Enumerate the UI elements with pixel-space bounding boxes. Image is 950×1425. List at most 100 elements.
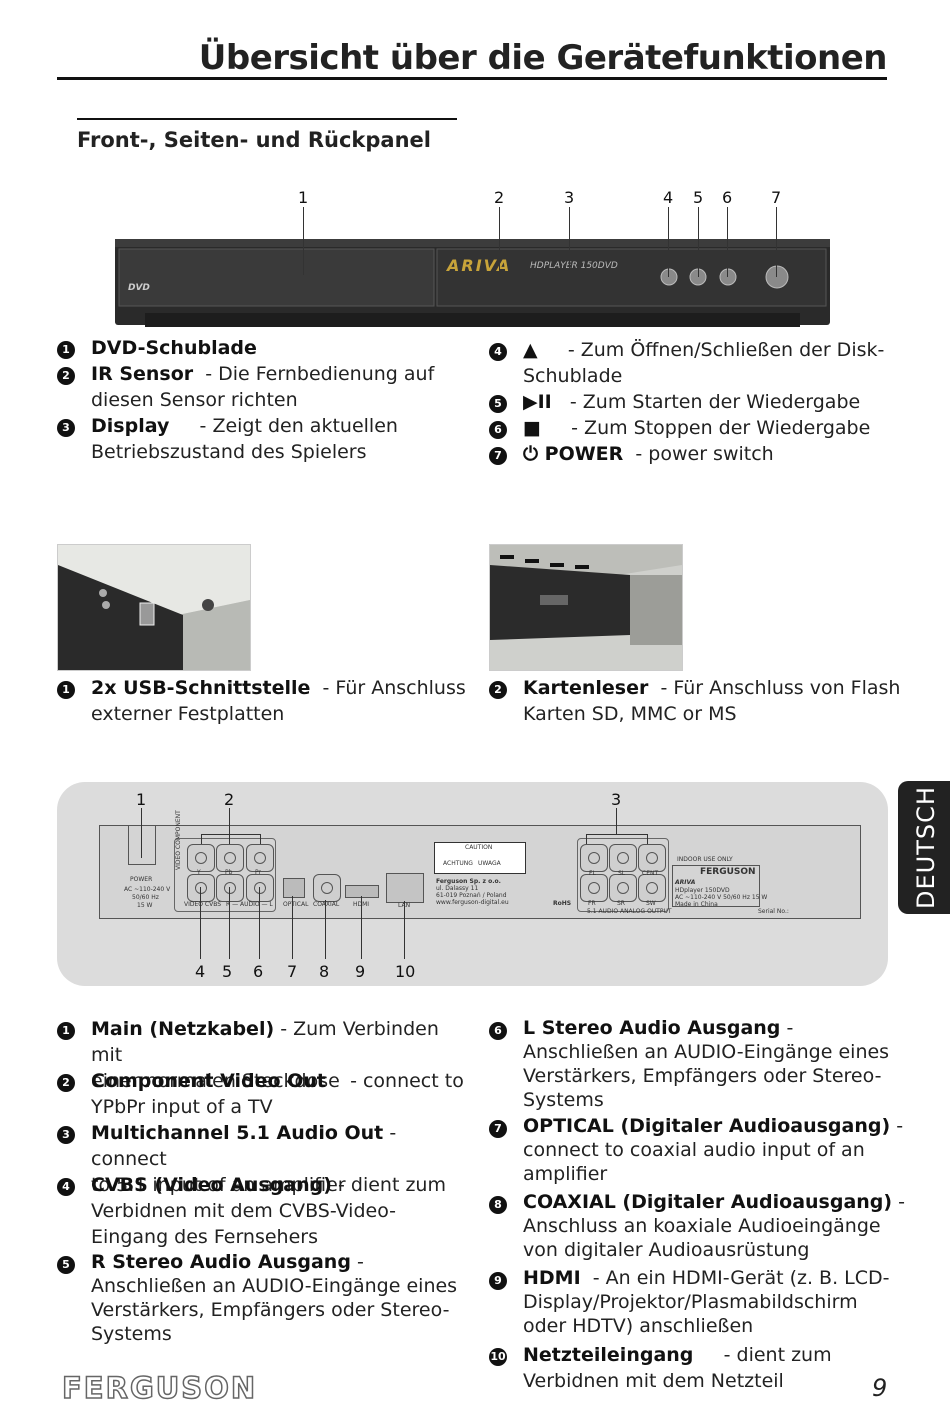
front-line-7 [776,207,777,277]
rear-callout-1: 1 [136,790,147,809]
label-fr: FR [588,900,596,907]
rear-line-10 [404,901,405,959]
jack-audio-l [246,874,274,902]
jack-cent [638,844,666,872]
bullet-rear-5: 5 [57,1256,75,1274]
bullet-rear-9: 9 [489,1272,507,1290]
jack-sl [609,844,637,872]
rating-spec: AC ~110-240 V 50/60 Hz 15 W [675,894,768,901]
language-tab: DEUTSCH [898,781,950,914]
rear-item-6: L Stereo Audio Ausgang -Anschließen an A… [523,1017,890,1111]
lan-port [386,873,424,903]
label-coaxial: COAXIAL [313,901,340,908]
front-callout-2: 2 [494,188,505,207]
power-spec-2: 50/60 Hz [132,894,159,901]
power-spec-3: 15 W [137,902,153,909]
hdmi-port [345,885,379,898]
label-optical: OPTICAL [283,901,309,908]
rear-item-9: HDMI - An ein HDMI-Gerät (z. B. LCD-Disp… [523,1267,890,1337]
label-pr: Pr [255,869,261,876]
play-pause-icon: ▶II [523,391,552,413]
video-audio-jack-block [174,838,276,912]
eject-icon: ▲ [523,339,538,361]
rear-callout-5: 5 [222,962,233,981]
jack-y [187,844,215,872]
jack-pr [246,844,274,872]
rear-line-3 [616,808,617,834]
front-panel-image [115,239,830,327]
page-number: 9 [872,1374,888,1402]
jack-sw [638,874,666,902]
bullet-6: 6 [489,421,507,439]
title-divider [57,77,887,80]
bullet-side-1: 1 [57,681,75,699]
bullet-7: 7 [489,447,507,465]
power-spec: AC ~110-240 V [124,886,171,893]
rohs-label: RoHS [553,900,572,907]
bullet-3: 3 [57,419,75,437]
rear-line-2-bracket [201,834,261,835]
label-fl: FL [589,870,596,877]
rear-callout-9: 9 [355,962,366,981]
caution-label [434,842,526,874]
rating-model-brand: ARIVA [675,879,696,886]
bullet-5: 5 [489,395,507,413]
jack-audio-r [216,874,244,902]
front-item-4: ▲ - Zum Öffnen/Schließen der Disk-Schubl… [523,339,885,387]
jack-fl [580,844,608,872]
company-street: ul. Dalassy 11 [436,885,479,892]
analog-out-jack-block [577,838,669,912]
subtitle-divider [77,118,457,120]
bullet-rear-6: 6 [489,1022,507,1040]
label-pb: Pb [225,869,233,876]
rear-line-2b [260,834,261,844]
label-audio: R — AUDIO — L [226,901,273,908]
rear-callout-4: 4 [195,962,206,981]
jack-fr [580,874,608,902]
bullet-side-2: 2 [489,681,507,699]
power-cord-outlet [128,826,156,865]
bullet-rear-2: 2 [57,1074,75,1092]
power-label: POWER [130,876,153,883]
jack-pb [216,844,244,872]
optical-port [283,878,305,898]
page-title: Übersicht über die Gerätefunktionen [198,38,888,78]
front-line-1 [303,207,304,275]
rear-item-5: R Stereo Audio Ausgang -Anschließen an A… [91,1251,458,1345]
bullet-rear-1: 1 [57,1022,75,1040]
bullet-rear-10: 10 [489,1348,507,1366]
label-sw: SW [646,900,656,907]
rear-callout-10: 10 [395,962,416,981]
front-line-3 [569,207,570,275]
uwaga-text: UWAGA [478,860,501,867]
front-callout-5: 5 [693,188,704,207]
front-callout-1: 1 [298,188,309,207]
rear-callout-2: 2 [224,790,235,809]
front-item-6: ■ - Zum Stoppen der Wiedergabe [523,417,871,439]
label-y: Y [197,869,201,876]
front-line-5 [698,207,699,277]
label-cent: CENT [642,870,659,877]
rear-line-3-bracket [586,834,648,835]
rear-item-7: OPTICAL (Digitaler Audioausgang) -connec… [523,1115,904,1185]
power-icon: ⏻ POWER [523,443,624,465]
rear-callout-7: 7 [287,962,298,981]
rating-made: Made in China [675,901,718,908]
jack-cvbs [187,874,215,902]
jack-sr [609,874,637,902]
rear-line-6 [259,887,260,959]
front-callout-6: 6 [722,188,733,207]
label-sr: SR [617,900,625,907]
front-callout-7: 7 [771,188,782,207]
stop-icon: ■ [523,417,541,439]
dvd-logo: DVD [128,283,150,293]
front-line-2 [499,207,500,275]
